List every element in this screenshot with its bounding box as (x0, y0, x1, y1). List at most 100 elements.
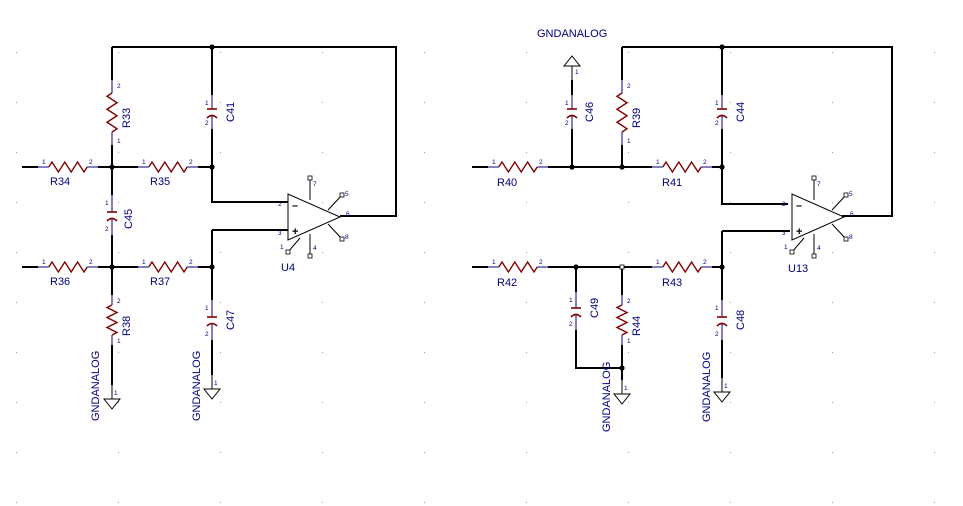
grid-dot (730, 452, 731, 453)
grid-dot (322, 402, 323, 403)
capacitor-label: C46 (584, 102, 596, 122)
grid-dot (424, 102, 425, 103)
pin-number: 1 (492, 159, 496, 166)
pin-number: 1 (569, 297, 573, 304)
grid-dot (220, 452, 221, 453)
pin-number: 8 (345, 234, 349, 241)
pin-number: 8 (849, 234, 853, 241)
pin-number: 7 (817, 181, 821, 188)
ground-label: GNDANALOG (601, 362, 613, 432)
grid-dot (526, 102, 527, 103)
wire[interactable] (622, 46, 893, 217)
pin-number: 1 (117, 138, 121, 145)
grid-dots (16, 52, 935, 503)
grid-dot (118, 52, 119, 53)
wires (22, 44, 893, 385)
pin-number: 2 (539, 159, 543, 166)
grid-dot (628, 502, 629, 503)
grid-dot (424, 152, 425, 153)
wire[interactable] (721, 129, 788, 205)
grid-dot (934, 502, 935, 503)
grid-dot (322, 52, 323, 53)
ground-label: GNDANALOG (701, 352, 713, 422)
grid-dot (730, 302, 731, 303)
pin-number: 1 (715, 305, 719, 312)
grid-dot (526, 502, 527, 503)
wire[interactable] (112, 46, 397, 217)
junction-dot (569, 164, 575, 170)
pin-number: 2 (715, 331, 719, 338)
pin-number: 6 (346, 211, 350, 218)
grid-dot (832, 302, 833, 303)
grid-dot (934, 352, 935, 353)
grid-dot (730, 502, 731, 503)
grid-dot (220, 352, 221, 353)
resistor-label: R38 (121, 316, 133, 336)
pin-number: 2 (278, 201, 282, 208)
grid-dot (628, 352, 629, 353)
opamp-label: U13 (788, 263, 808, 275)
grid-dot (118, 152, 119, 153)
wire[interactable] (575, 330, 622, 369)
pin-number: 2 (205, 120, 209, 127)
grid-dot (322, 252, 323, 253)
grid-dot (730, 252, 731, 253)
pin-number: 2 (539, 259, 543, 266)
grid-dot (730, 102, 731, 103)
grid-dot (832, 252, 833, 253)
grid-dot (322, 202, 323, 203)
grid-dot (526, 52, 527, 53)
grid-dot (730, 52, 731, 53)
pin-number: 2 (627, 298, 631, 305)
pin-number: 1 (492, 259, 496, 266)
plus-sign: + (292, 226, 298, 238)
grid-dot (628, 152, 629, 153)
pin-number: 4 (313, 245, 317, 252)
grid-dot (322, 352, 323, 353)
grid-dot (322, 102, 323, 103)
junction-dot (109, 264, 115, 270)
junction-dot (109, 164, 115, 170)
grid-dot (934, 402, 935, 403)
grid-dot (16, 252, 17, 253)
ground-label: GNDANALOG (90, 351, 102, 421)
wire[interactable] (211, 129, 278, 203)
pin-number: 1 (142, 159, 146, 166)
pin-number: 2 (569, 321, 573, 328)
resistor-label: R34 (50, 176, 70, 188)
pin-number: 1 (565, 100, 569, 107)
grid-dot (424, 352, 425, 353)
plus-sign: + (796, 226, 802, 238)
grid-dot (526, 452, 527, 453)
resistor-label: R40 (497, 177, 517, 189)
grid-dot (934, 52, 935, 53)
pin-number: 1 (656, 159, 660, 166)
